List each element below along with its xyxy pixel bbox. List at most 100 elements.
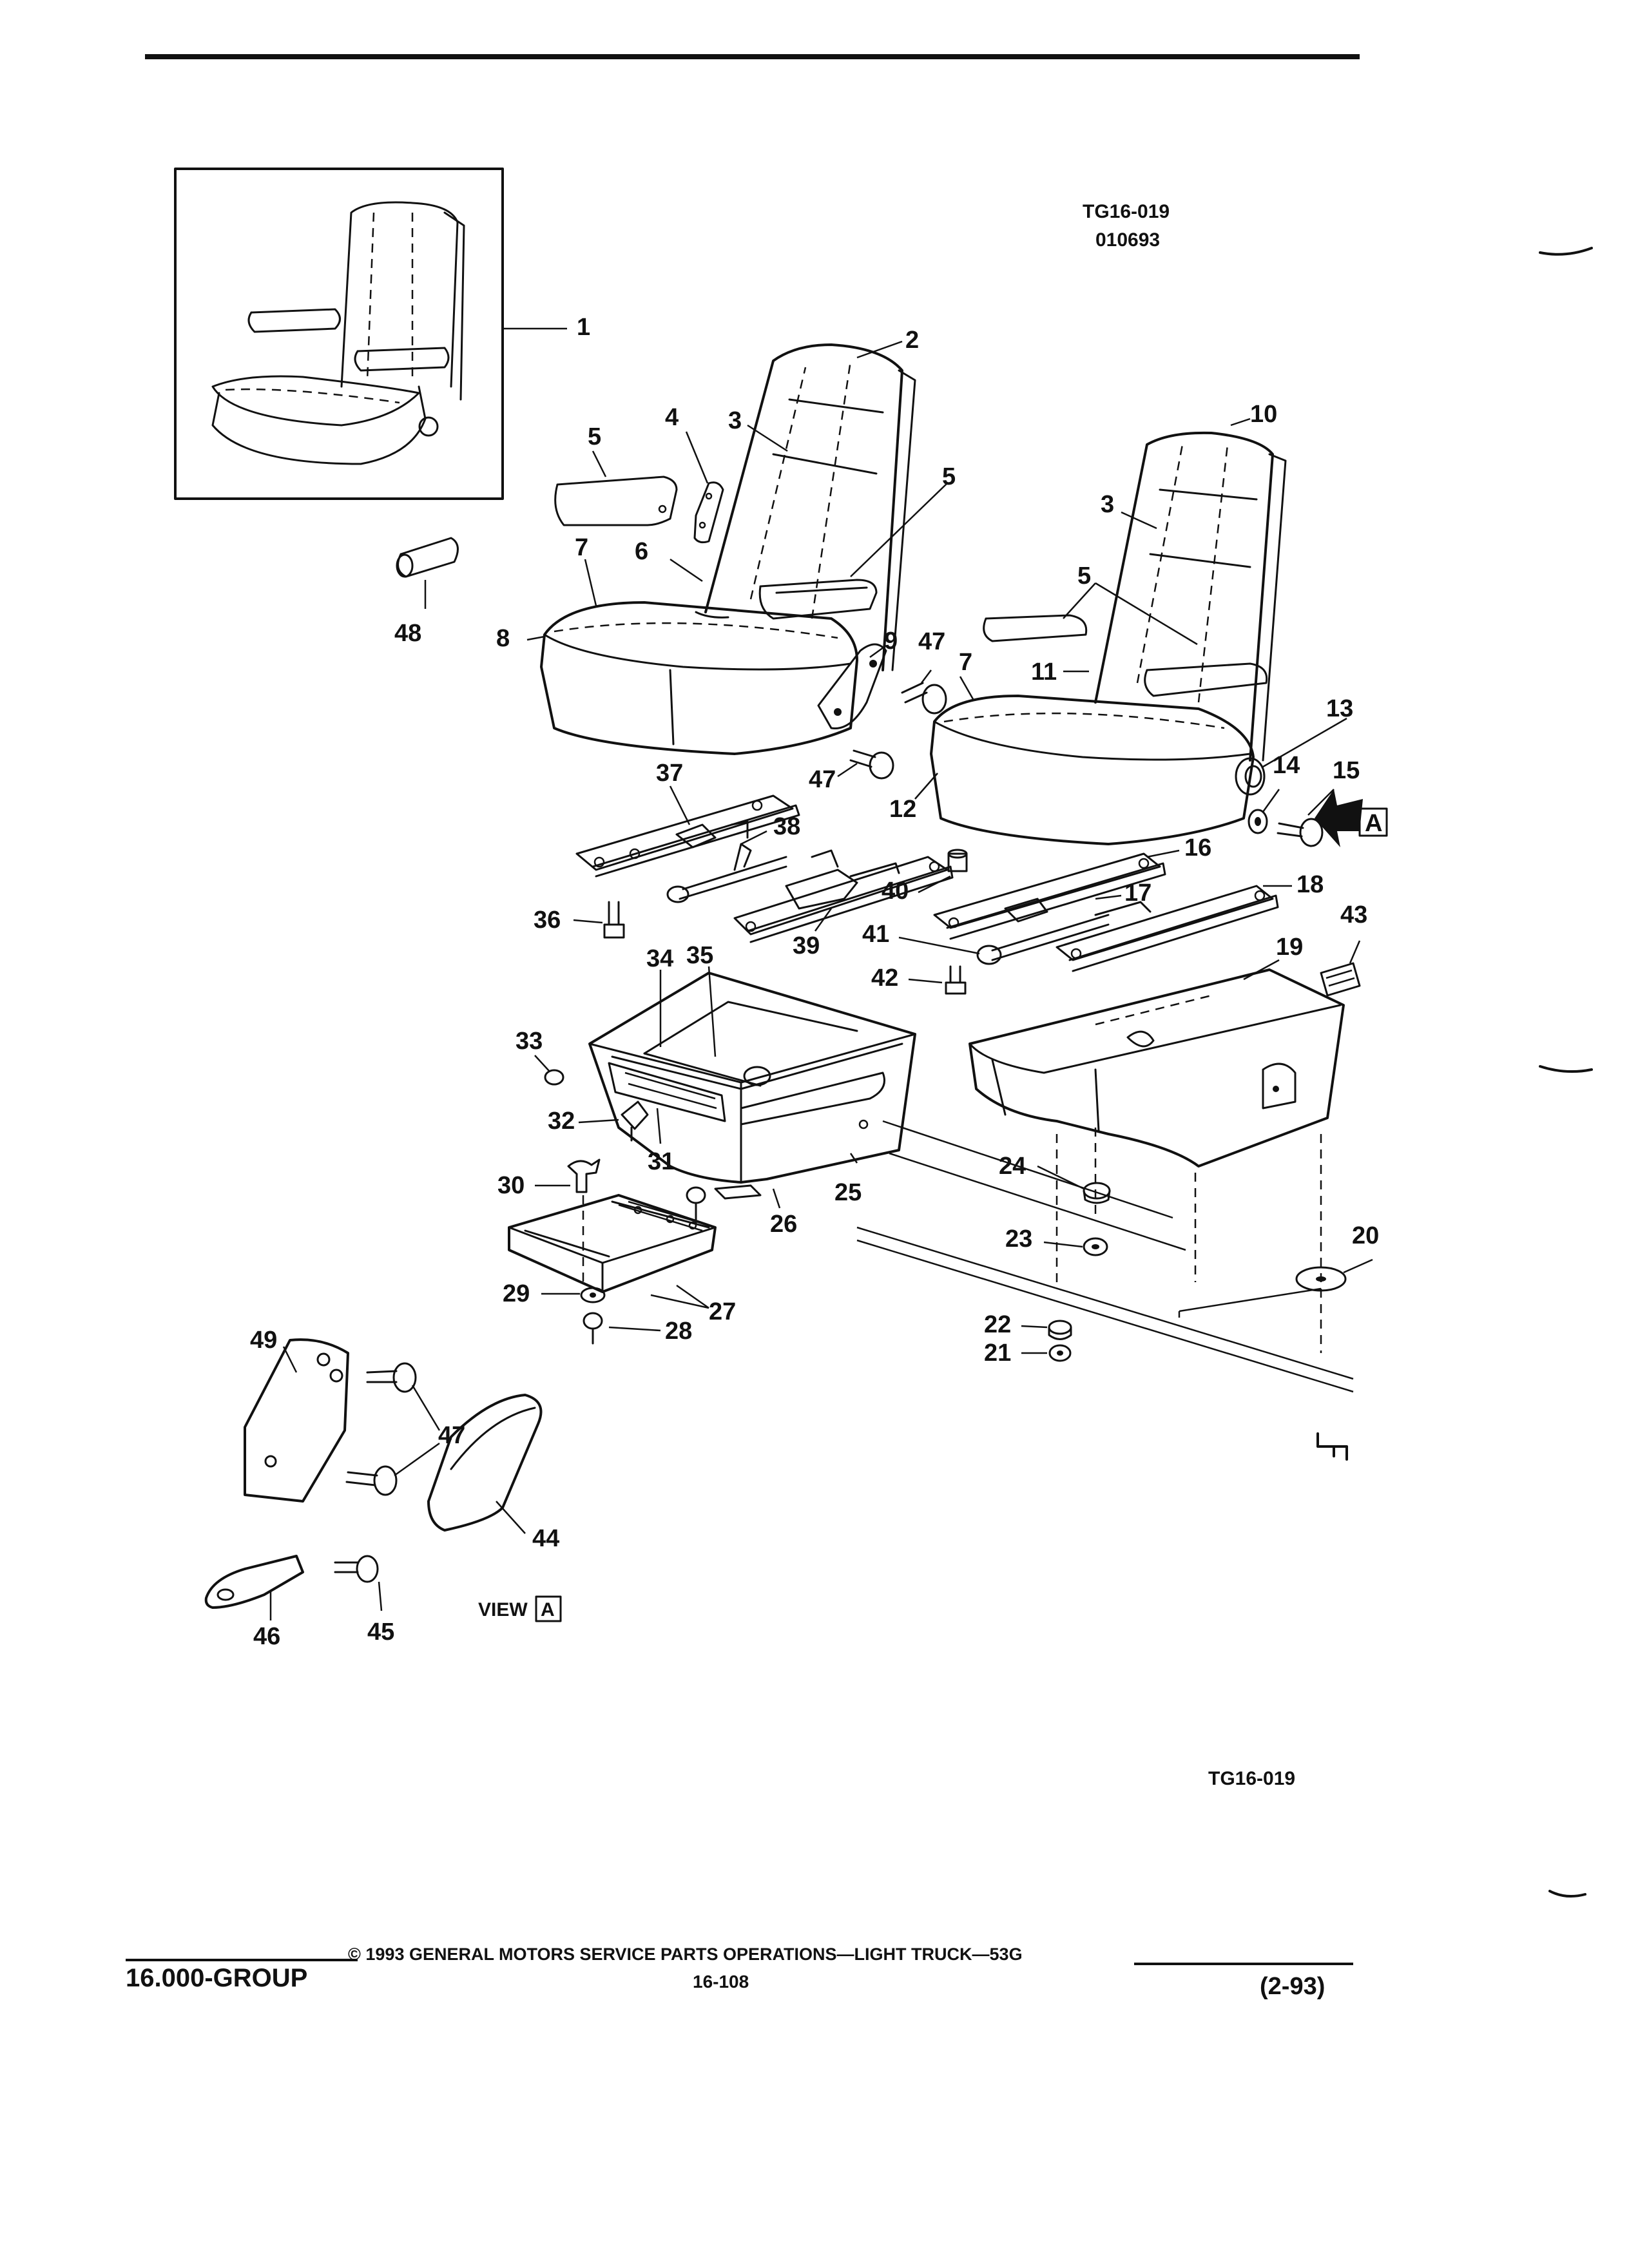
bracket-4	[693, 481, 724, 544]
bolt-36	[603, 901, 625, 939]
screw-fastener	[686, 1186, 706, 1225]
callout-31: 31	[648, 1148, 675, 1175]
nut-40	[947, 849, 968, 872]
bolt-42	[945, 965, 967, 995]
callout-37: 37	[656, 760, 683, 787]
callout-28: 28	[665, 1318, 692, 1345]
view-a-letter: A	[1365, 810, 1382, 837]
callout-30: 30	[497, 1172, 525, 1199]
callout-8: 8	[496, 625, 510, 652]
grommet-24	[1083, 1182, 1111, 1204]
handle-46	[204, 1555, 304, 1609]
fastener-30	[567, 1158, 601, 1193]
margin-mark	[1539, 1065, 1593, 1073]
callout-41: 41	[862, 921, 889, 948]
footer-copyright: © 1993 GENERAL MOTORS SERVICE PARTS OPER…	[348, 1945, 1023, 1964]
fastener-28	[583, 1312, 603, 1345]
view-letter-box	[535, 1595, 562, 1622]
continuation-symbol	[1316, 1432, 1348, 1461]
callout-1: 1	[577, 314, 590, 341]
callout-19: 19	[1276, 934, 1303, 961]
callout-49: 49	[250, 1327, 277, 1354]
figure-id: TG16-019	[1083, 201, 1170, 222]
callout-38: 38	[773, 813, 800, 840]
handle-32	[621, 1100, 649, 1142]
callout-44: 44	[532, 1525, 559, 1552]
callout-20: 20	[1352, 1222, 1379, 1249]
view-a-arrow	[1315, 789, 1363, 847]
callout-6: 6	[635, 538, 648, 565]
bottom-figure-id: TG16-019	[1208, 1768, 1295, 1789]
callout-39: 39	[793, 932, 820, 959]
floor-line	[889, 1152, 1186, 1251]
margin-mark	[1548, 1890, 1586, 1898]
view-label: VIEW	[478, 1599, 528, 1620]
callout-23: 23	[1005, 1225, 1032, 1253]
callout-35: 35	[686, 942, 713, 969]
margin-mark	[1539, 247, 1593, 256]
callout-43: 43	[1340, 901, 1367, 928]
adjuster-right	[933, 852, 1279, 972]
footer-group: 16.000-GROUP	[126, 1964, 308, 1992]
callout-29: 29	[503, 1280, 530, 1307]
bolt-47-view-a-lower	[345, 1465, 398, 1496]
callout-7b: 7	[959, 649, 972, 676]
callout-45: 45	[367, 1619, 394, 1646]
callout-42: 42	[871, 965, 898, 992]
washer-29	[580, 1287, 606, 1303]
label-43	[1320, 962, 1361, 997]
floor-line	[856, 1239, 1354, 1393]
callout-32: 32	[548, 1108, 575, 1135]
callout-47b: 47	[809, 766, 836, 793]
bracket-49	[244, 1338, 349, 1503]
bolt-47-lower	[849, 749, 894, 780]
callout-12: 12	[889, 796, 916, 823]
view-a-box	[1358, 807, 1388, 837]
callout-25: 25	[834, 1179, 862, 1206]
callout-22: 22	[984, 1311, 1011, 1338]
callout-5a: 5	[588, 423, 601, 450]
callout-36: 36	[534, 907, 561, 934]
riser-right	[969, 968, 1345, 1168]
washer-14	[1248, 809, 1268, 834]
callout-13: 13	[1326, 695, 1353, 722]
callout-4: 4	[665, 404, 679, 431]
figure-date: 010693	[1095, 229, 1160, 251]
callout-18: 18	[1296, 871, 1324, 898]
callout-24: 24	[999, 1153, 1026, 1180]
floor-line	[856, 1226, 1354, 1380]
bolt-45	[334, 1555, 379, 1583]
inset-complete-seat	[174, 168, 504, 500]
washer-22	[1048, 1320, 1072, 1340]
callout-33: 33	[516, 1028, 543, 1055]
seat-right	[930, 431, 1287, 845]
footer-page-number: 16-108	[693, 1972, 749, 1992]
floor-line	[1179, 1287, 1322, 1312]
bolt-15	[1277, 818, 1324, 847]
callout-11: 11	[1031, 658, 1057, 686]
base-frame-27	[508, 1194, 717, 1293]
callout-47a: 47	[918, 628, 945, 655]
plug-33	[544, 1069, 564, 1086]
callout-27: 27	[709, 1298, 736, 1325]
callout-14: 14	[1273, 752, 1300, 779]
callout-40: 40	[882, 878, 909, 905]
callout-17: 17	[1124, 879, 1152, 907]
spacer-23	[1083, 1237, 1108, 1256]
callout-26: 26	[770, 1211, 797, 1238]
callout-9: 9	[884, 628, 898, 655]
bolt-47-upper	[901, 682, 947, 715]
footer-revision: (2-93)	[1260, 1973, 1325, 2000]
callout-46: 46	[253, 1623, 280, 1650]
floor-line	[882, 1120, 1173, 1219]
riser-left	[588, 972, 916, 1200]
callout-7a: 7	[575, 534, 588, 561]
callout-3a: 3	[728, 407, 742, 434]
callout-21: 21	[984, 1340, 1011, 1367]
cover-44	[427, 1394, 543, 1532]
seat-left	[540, 343, 916, 755]
callout-2: 2	[905, 327, 919, 354]
callout-16: 16	[1184, 834, 1211, 861]
